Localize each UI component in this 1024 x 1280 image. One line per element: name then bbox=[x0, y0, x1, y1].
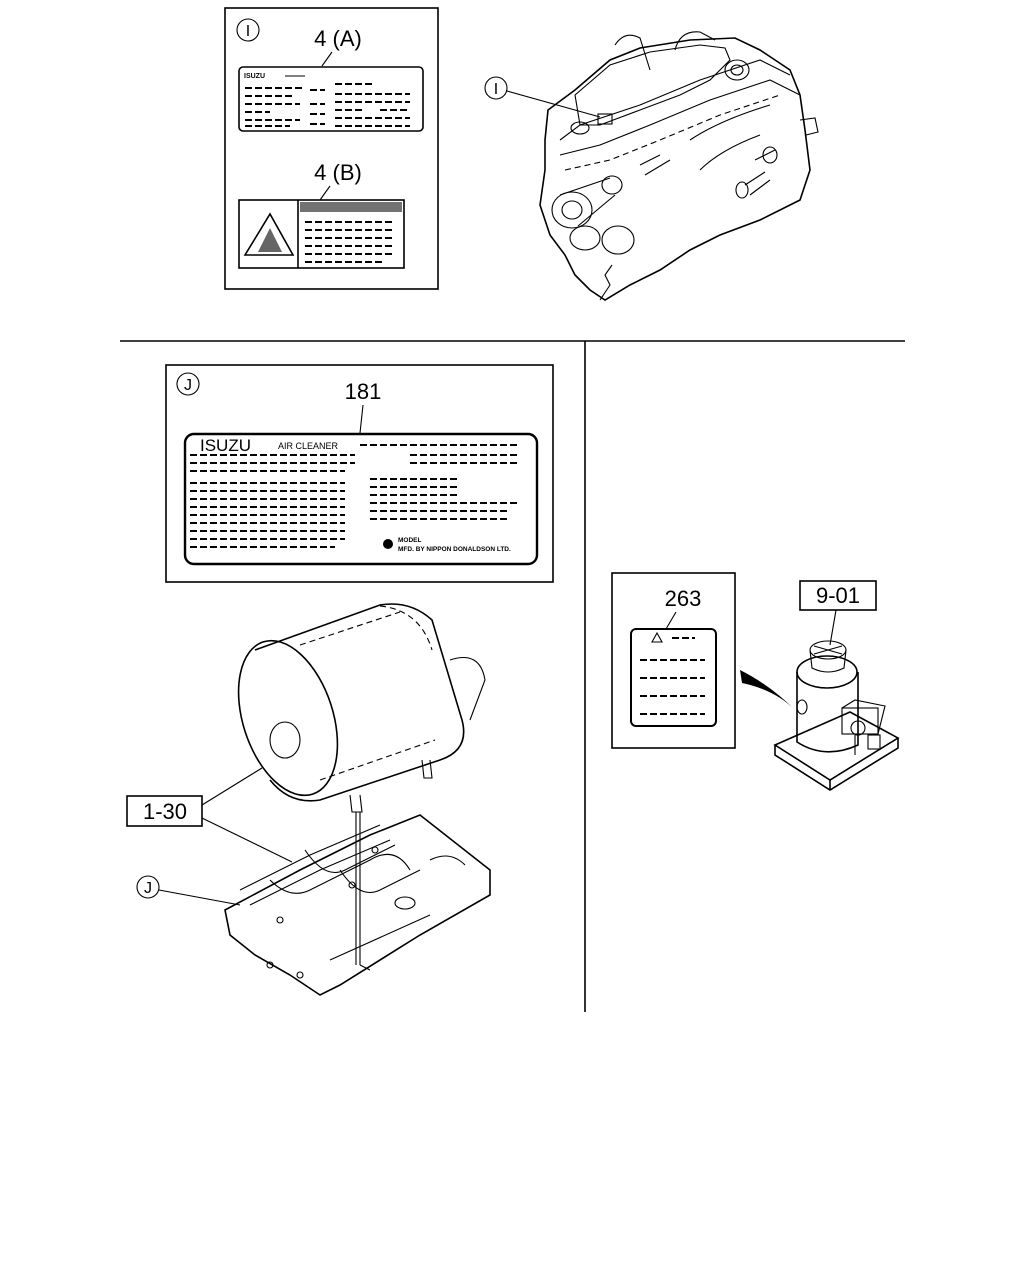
detail-j-box: J 181 ISUZU AIR CLEANER bbox=[165, 364, 554, 583]
callout-i-engine-circle bbox=[484, 76, 508, 100]
jack-saddle-icon bbox=[813, 645, 843, 655]
label-4a: 4 (A) bbox=[314, 26, 362, 51]
detail-i-box: I 4 (A) ISUZU 4 (B) bbox=[224, 7, 439, 290]
air-cleaner-plate-model: MODEL bbox=[398, 537, 422, 544]
engine-illustration: I bbox=[484, 31, 819, 301]
label-4b: 4 (B) bbox=[314, 160, 362, 185]
maker-logo-icon bbox=[383, 539, 393, 549]
air-cleaner-illustration: 1-30 J bbox=[126, 603, 491, 996]
air-cleaner-plate-brand: ISUZU bbox=[200, 436, 251, 455]
label-263: 263 bbox=[665, 586, 702, 611]
callout-i-label: I bbox=[246, 23, 250, 40]
label-181: 181 bbox=[345, 379, 382, 404]
pointer-arrow-icon bbox=[740, 670, 795, 710]
callout-j-frame-circle bbox=[136, 875, 160, 899]
warning-triangle-icon bbox=[243, 212, 295, 256]
air-cleaner-plate-title: AIR CLEANER bbox=[278, 441, 339, 451]
jack-caution-plate bbox=[630, 628, 717, 727]
callout-j-frame-label: J bbox=[144, 880, 152, 897]
callout-i-circle bbox=[236, 18, 260, 42]
callout-j-circle bbox=[176, 372, 200, 396]
label-9-01: 9-01 bbox=[816, 583, 860, 608]
caution-triangle-icon bbox=[651, 631, 663, 643]
label-9-01-box bbox=[799, 580, 877, 611]
label-1-30-box bbox=[126, 795, 203, 827]
engine-name-plate: ISUZU bbox=[238, 66, 424, 132]
air-cleaner-plate-maker: MFD. BY NIPPON DONALDSON LTD. bbox=[398, 546, 511, 553]
engine-plate-brand: ISUZU bbox=[244, 73, 265, 80]
air-cleaner-plate: ISUZU AIR CLEANER MODEL MFD. bbox=[183, 432, 539, 566]
callout-j-label: J bbox=[184, 377, 192, 394]
label-1-30: 1-30 bbox=[143, 799, 187, 824]
callout-i-engine-label: I bbox=[494, 81, 498, 98]
jack-illustration: 9-01 bbox=[773, 580, 900, 791]
jack-caution-box: 263 bbox=[611, 572, 736, 749]
warning-plate bbox=[238, 199, 405, 269]
